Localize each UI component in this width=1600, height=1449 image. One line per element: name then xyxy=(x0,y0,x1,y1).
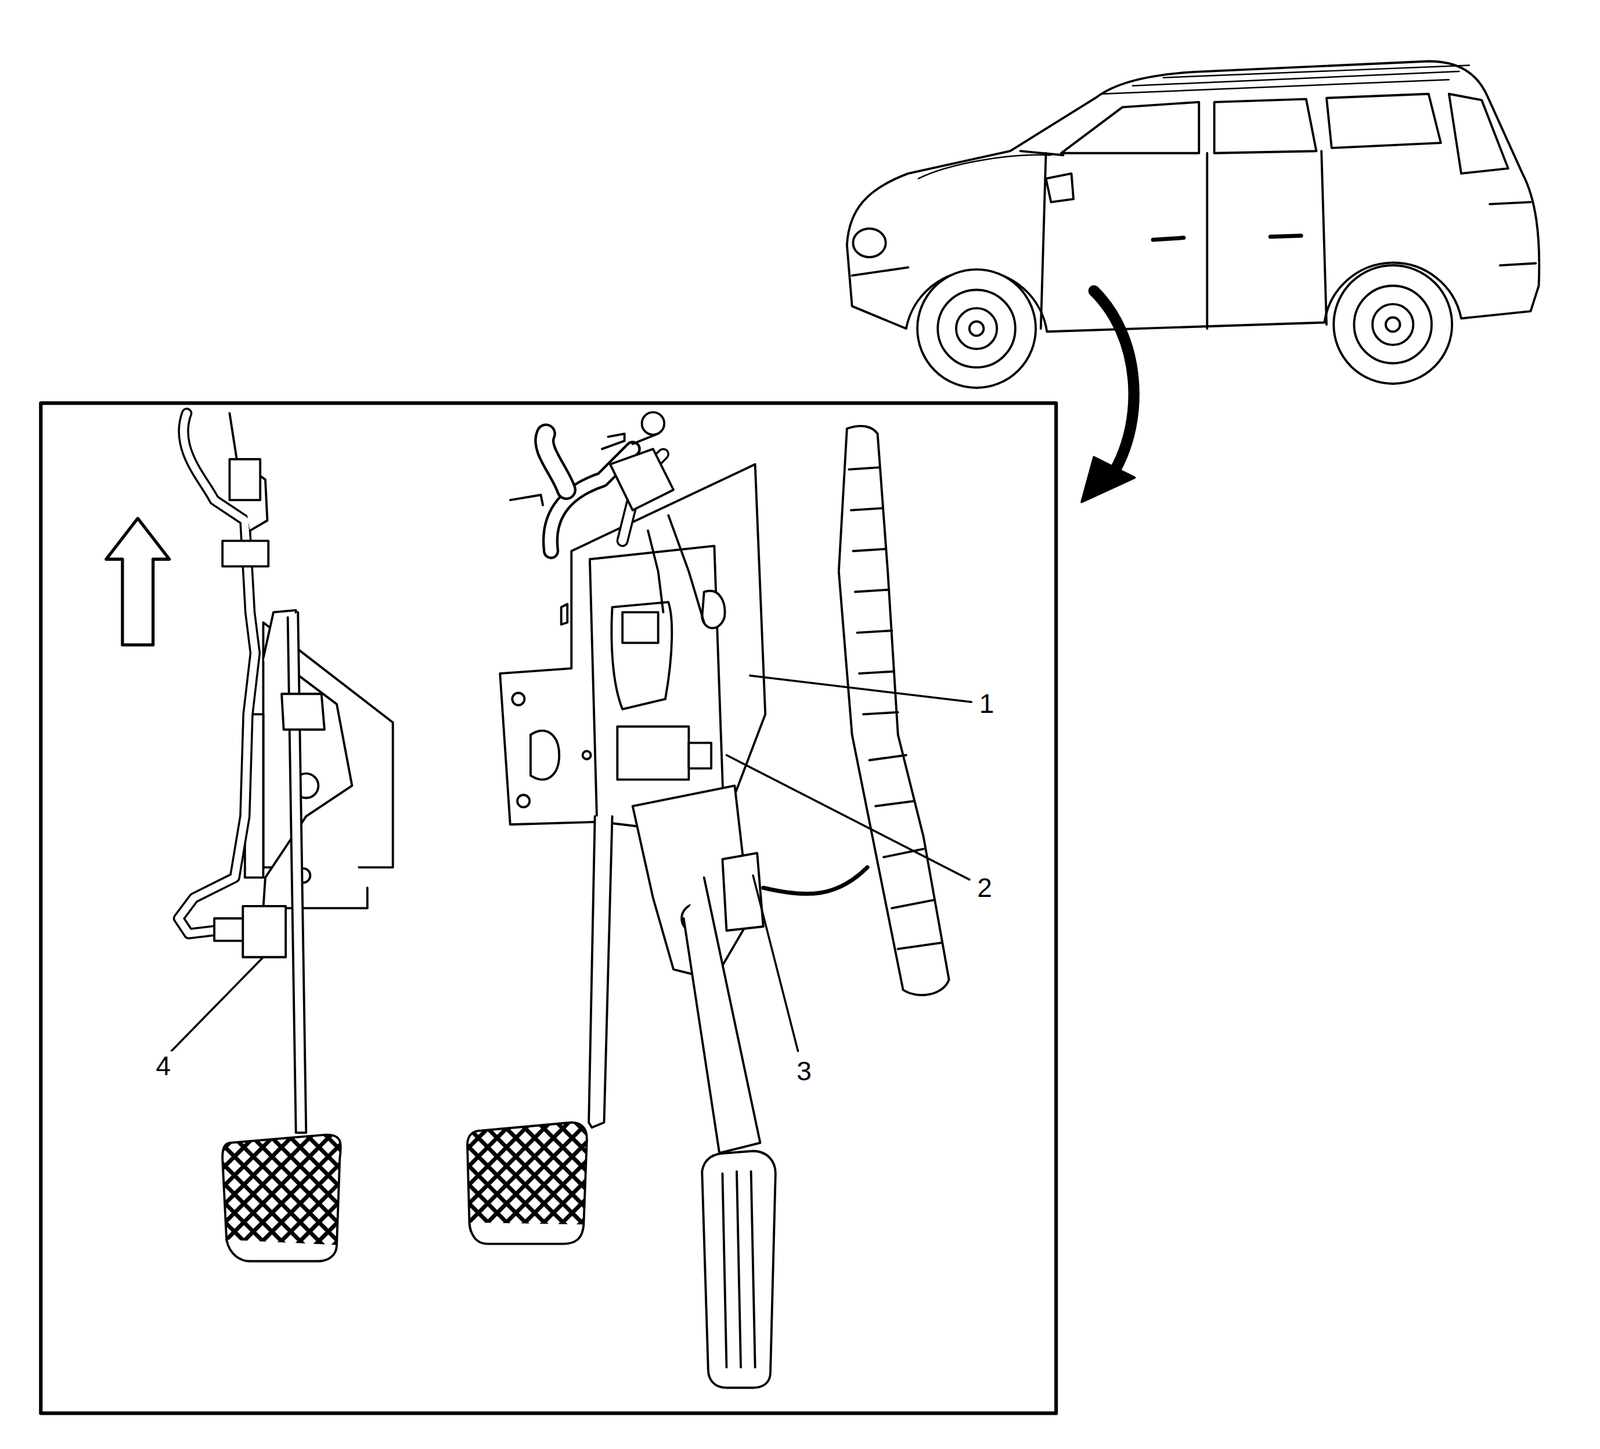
wheel xyxy=(1333,265,1452,384)
vehicle xyxy=(1101,65,1470,95)
illustration xyxy=(40,61,1540,1414)
wheel xyxy=(917,265,1452,388)
pedal-side-view xyxy=(222,1134,341,1258)
direction-arrow xyxy=(106,518,170,645)
pedal-box xyxy=(530,730,560,780)
location-arrow xyxy=(1081,456,1135,502)
pedal-box xyxy=(838,426,950,996)
pedal-box xyxy=(642,412,665,435)
pedal-box xyxy=(510,495,543,506)
pedal-box xyxy=(561,604,568,625)
wheel xyxy=(917,269,1036,388)
location-arrow xyxy=(1081,290,1135,503)
vehicle xyxy=(918,155,1051,179)
callout-number: 3 xyxy=(794,1056,814,1087)
pedal-box xyxy=(544,433,567,490)
pedal-box xyxy=(602,433,625,449)
vehicle xyxy=(852,228,886,258)
pedal-box xyxy=(467,1122,587,1240)
leader-line xyxy=(750,675,972,703)
vehicle xyxy=(852,202,1537,276)
vehicle xyxy=(1449,94,1509,174)
pedal-side-view xyxy=(281,693,325,730)
callout-number: 2 xyxy=(974,873,995,903)
pedal-box xyxy=(763,867,868,895)
pedal-side-view xyxy=(214,918,245,942)
wheel xyxy=(969,321,985,337)
wheel xyxy=(1385,317,1401,333)
pedal-box xyxy=(688,743,712,769)
pedal-box xyxy=(722,1171,755,1368)
pedal-side-view xyxy=(222,541,269,567)
pedal-side-view xyxy=(242,906,286,958)
wheel xyxy=(1353,285,1432,364)
vehicle xyxy=(1061,102,1199,154)
callout-number: 1 xyxy=(977,689,997,719)
leader-line xyxy=(171,957,263,1052)
pedal-box xyxy=(517,794,530,807)
wheel xyxy=(1372,304,1414,345)
pedal-box xyxy=(848,467,941,950)
pedal-side-view xyxy=(287,612,307,1133)
pedal-box xyxy=(701,591,725,629)
pedal-side-view xyxy=(262,610,367,908)
wheel xyxy=(937,289,1016,368)
pedal-box xyxy=(622,612,659,644)
switch xyxy=(611,602,672,710)
location-arrow xyxy=(1093,290,1134,472)
pedal-side-view xyxy=(229,459,261,500)
vehicle xyxy=(1152,235,1302,240)
pedal-box xyxy=(582,751,592,760)
leader-line xyxy=(726,755,969,880)
leader-line xyxy=(752,875,798,1051)
pedal-box xyxy=(647,515,705,623)
vehicle xyxy=(1326,94,1441,149)
pedal-box xyxy=(467,412,950,1388)
vehicle xyxy=(1214,99,1317,154)
pedal-box xyxy=(701,1151,776,1389)
pedal-box xyxy=(610,448,674,510)
wheel xyxy=(956,308,997,349)
pedal-side-view xyxy=(226,1240,337,1262)
pedal-side-view xyxy=(229,413,268,531)
leader-line xyxy=(171,675,972,1052)
pedal-box xyxy=(469,1222,585,1245)
vehicle xyxy=(1040,150,1327,329)
vehicle xyxy=(1046,173,1074,203)
pedal-box xyxy=(544,433,567,490)
pedal-box xyxy=(588,816,612,1128)
view-frame xyxy=(40,402,1057,1414)
pedal-box xyxy=(512,693,525,706)
switch xyxy=(617,726,689,780)
pedal-side-view xyxy=(178,413,394,1262)
callout-number: 4 xyxy=(153,1051,174,1081)
